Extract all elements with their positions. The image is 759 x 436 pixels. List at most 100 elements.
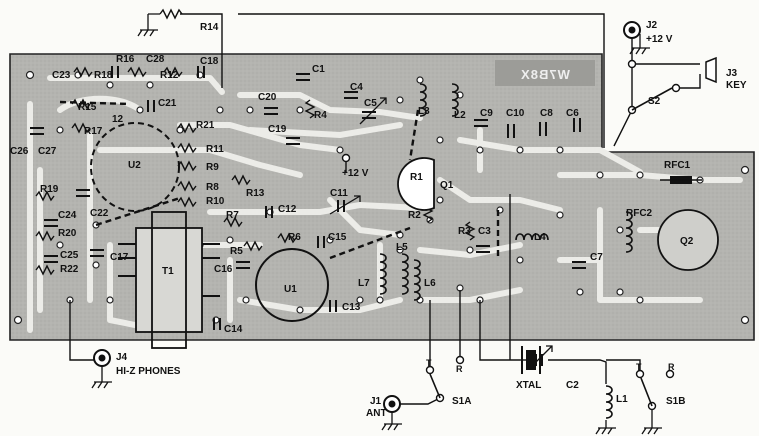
label-r11: R11 xyxy=(206,144,224,155)
label-c12: C12 xyxy=(278,204,297,215)
label-r10: R10 xyxy=(206,196,225,207)
label-l2: L2 xyxy=(454,110,466,121)
q1-transistor xyxy=(397,157,435,211)
label-l5: L5 xyxy=(396,242,408,253)
label-c26: C26 xyxy=(10,146,29,157)
label-c22: C22 xyxy=(90,208,109,219)
label-r12: R12 xyxy=(160,70,179,81)
label-r1: R1 xyxy=(410,172,423,183)
u2-ic xyxy=(90,122,180,212)
label-c3: C3 xyxy=(478,226,491,237)
label-l4: L4 xyxy=(534,232,546,243)
label-c10: C10 xyxy=(506,108,525,119)
switch-contacts xyxy=(425,59,681,411)
label-r14: R14 xyxy=(200,22,219,33)
label-l3: L3 xyxy=(418,106,430,117)
q2-transistor xyxy=(657,209,719,271)
label-r15: R15 xyxy=(78,102,97,113)
label-c7: C7 xyxy=(590,252,603,263)
label-s1b-t: T xyxy=(636,362,642,372)
label-l6: L6 xyxy=(424,278,436,289)
u1-ic xyxy=(255,248,329,322)
label-q2: Q2 xyxy=(680,236,694,247)
label-c6: C6 xyxy=(566,108,579,119)
capacitor-symbols xyxy=(30,66,586,366)
label-s1b-r: R xyxy=(668,362,675,372)
component-labels: R14 R16 C28 C23 R18 R12 C18 C1 C4 C20 C5… xyxy=(10,22,694,335)
board-stamp: W7B8X xyxy=(495,60,595,86)
label-r5: R5 xyxy=(230,246,243,257)
rfc1-choke xyxy=(660,176,702,184)
label-c13: C13 xyxy=(342,302,361,313)
label-j3: J3 xyxy=(726,68,738,79)
label-j1-ant: ANT xyxy=(366,408,387,419)
label-c18: C18 xyxy=(200,56,219,67)
supply-node xyxy=(341,153,351,172)
label-t1: T1 xyxy=(162,266,174,277)
label-c20: C20 xyxy=(258,92,277,103)
label-c9: C9 xyxy=(480,108,493,119)
label-r19: R19 xyxy=(40,184,59,195)
label-c16: C16 xyxy=(214,264,233,275)
label-s1a-t: T xyxy=(426,358,432,368)
xtal-crystal xyxy=(521,346,541,374)
label-c1: C1 xyxy=(312,64,325,75)
switch-arms xyxy=(429,87,673,407)
label-r16: R16 xyxy=(116,54,135,65)
label-j3-key: KEY xyxy=(726,80,747,91)
label-r6: R6 xyxy=(288,232,301,243)
label-c11: C11 xyxy=(330,188,348,199)
label-u1: U1 xyxy=(284,284,297,295)
label-rfc1: RFC1 xyxy=(664,160,691,171)
label-r9: R9 xyxy=(206,162,219,173)
connector-labels: J2 +12 V J3 KEY S2 J4 HI-Z PHONES J1 ANT… xyxy=(116,20,747,419)
label-j1: J1 xyxy=(370,396,382,407)
label-j4: J4 xyxy=(116,352,128,363)
label-c19: C19 xyxy=(268,124,287,135)
label-r2: R2 xyxy=(408,210,421,221)
label-c8: C8 xyxy=(540,108,553,119)
label-r8: R8 xyxy=(206,182,219,193)
resistor-symbols xyxy=(35,8,476,276)
label-r13: R13 xyxy=(246,188,265,199)
label-c15: C15 xyxy=(328,232,347,243)
label-c24: C24 xyxy=(58,210,77,221)
label-rfc2: RFC2 xyxy=(626,208,653,219)
label-q1: Q1 xyxy=(440,180,454,191)
label-s1a: S1A xyxy=(452,396,471,407)
label-l7: L7 xyxy=(358,278,370,289)
label-c5: C5 xyxy=(364,98,377,109)
label-c2: C2 xyxy=(566,380,579,391)
label-c23: C23 xyxy=(52,70,71,81)
label-c28: C28 xyxy=(146,54,165,65)
label-r20: R20 xyxy=(58,228,77,239)
label-u2: U2 xyxy=(128,160,141,171)
label-r4: R4 xyxy=(314,110,327,121)
jack-symbols xyxy=(93,21,717,413)
label-r17: R17 xyxy=(84,126,103,137)
label-board-plus12: +12 V xyxy=(342,168,369,179)
label-r22: R22 xyxy=(60,264,79,275)
label-c21: C21 xyxy=(158,98,177,109)
label-j2: J2 xyxy=(646,20,658,31)
label-xtal: XTAL xyxy=(516,380,541,391)
label-s1b: S1B xyxy=(666,396,685,407)
label-s2: S2 xyxy=(648,96,661,107)
ground-symbols xyxy=(91,13,662,435)
label-r21: R21 xyxy=(196,120,215,131)
label-r3: R3 xyxy=(458,226,471,237)
copper-traces xyxy=(27,75,743,333)
label-s1a-r: R xyxy=(456,364,463,374)
label-c27: C27 xyxy=(38,146,57,157)
label-r7: R7 xyxy=(226,210,239,221)
label-r18: R18 xyxy=(94,70,113,81)
callsign-stamp: W7B8X xyxy=(520,67,570,82)
label-c17: C17 xyxy=(110,252,129,263)
coil-symbols xyxy=(379,83,633,419)
label-j2-plus12: +12 V xyxy=(646,34,673,45)
t1-transformer xyxy=(118,211,220,349)
label-c4: C4 xyxy=(350,82,363,93)
label-r12-short: 12 xyxy=(112,114,124,125)
